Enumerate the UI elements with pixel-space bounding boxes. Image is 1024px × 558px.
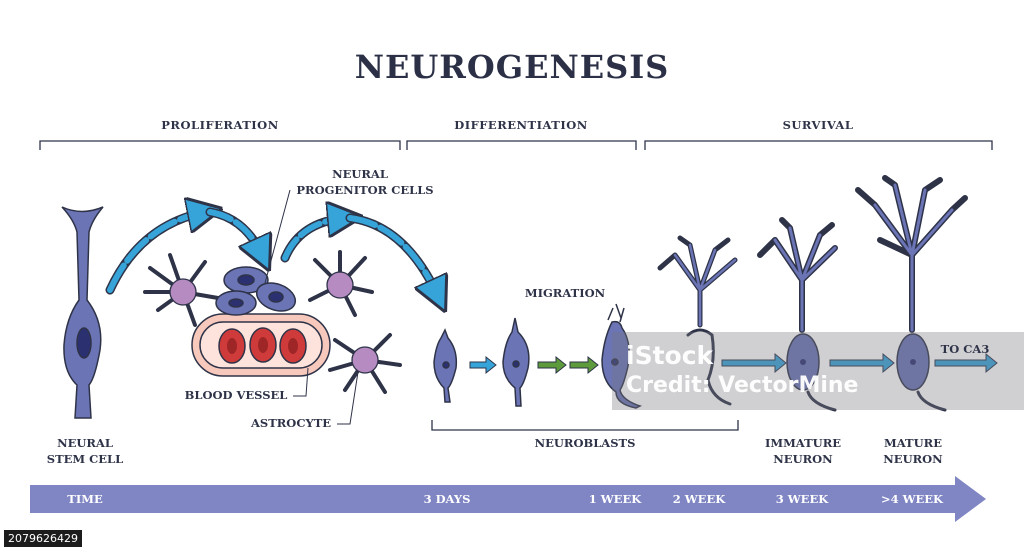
label-neural-progenitor-line1: NEURAL — [332, 167, 388, 181]
pointer-lines — [264, 189, 359, 425]
timeline-time: TIME — [67, 492, 103, 506]
watermark-istock: iStock — [626, 341, 714, 370]
watermark-credit: Credit: VectorMine — [626, 373, 859, 398]
blood-vessel — [191, 313, 331, 377]
label-neural-progenitor-line2: PROGENITOR CELLS — [296, 183, 434, 197]
stock-id: 2079626429 — [4, 530, 82, 547]
label-blood-vessel: BLOOD VESSEL — [184, 388, 288, 402]
label-neural-stem-cell-line2: STEM CELL — [46, 452, 124, 466]
label-mature-neuron-line1: MATURE — [884, 436, 942, 450]
neuroblast-1 — [433, 328, 458, 403]
mature-neuron — [855, 175, 968, 412]
neural-stem-cell — [61, 206, 104, 419]
neuroblast-2 — [502, 317, 530, 407]
label-mature-neuron-line2: NEURON — [883, 452, 943, 466]
astrocyte-top-right — [308, 250, 374, 317]
timeline-2-week: 2 WEEK — [672, 492, 726, 506]
neuroblast-3 — [601, 303, 642, 409]
timeline-3-week: 3 WEEK — [775, 492, 829, 506]
diagram-title: NEUROGENESIS — [354, 48, 670, 86]
neuron-2-week — [657, 235, 738, 406]
timeline-1-week: 1 WEEK — [588, 492, 642, 506]
phase-proliferation: PROLIFERATION — [161, 118, 279, 132]
phase-differentiation: DIFFERENTIATION — [454, 118, 588, 132]
watermark-overlay — [612, 332, 1024, 410]
label-immature-neuron-line1: IMMATURE — [764, 436, 842, 450]
neural-progenitor-cells — [215, 266, 297, 316]
proliferation-arrows — [105, 212, 438, 296]
label-astrocyte: ASTROCYTE — [250, 416, 332, 430]
timeline-arrow — [30, 476, 986, 522]
migration-arrows — [469, 355, 599, 375]
label-migration: MIGRATION — [524, 286, 606, 300]
label-immature-neuron-line2: NEURON — [773, 452, 833, 466]
astrocyte-bottom — [328, 333, 402, 394]
phase-survival: SURVIVAL — [782, 118, 854, 132]
label-neuroblasts: NEUROBLASTS — [534, 436, 636, 450]
astrocyte-left — [143, 253, 220, 327]
timeline-3-days: 3 DAYS — [423, 492, 471, 506]
timeline-4-plus-week: >4 WEEK — [880, 492, 944, 506]
label-to-ca3: TO CA3 — [940, 342, 990, 356]
survival-arrows — [721, 352, 998, 374]
neuroblasts-bracket — [431, 420, 739, 431]
immature-neuron — [757, 217, 838, 412]
label-neural-stem-cell-line1: NEURAL — [57, 436, 113, 450]
phase-brackets — [39, 140, 993, 431]
